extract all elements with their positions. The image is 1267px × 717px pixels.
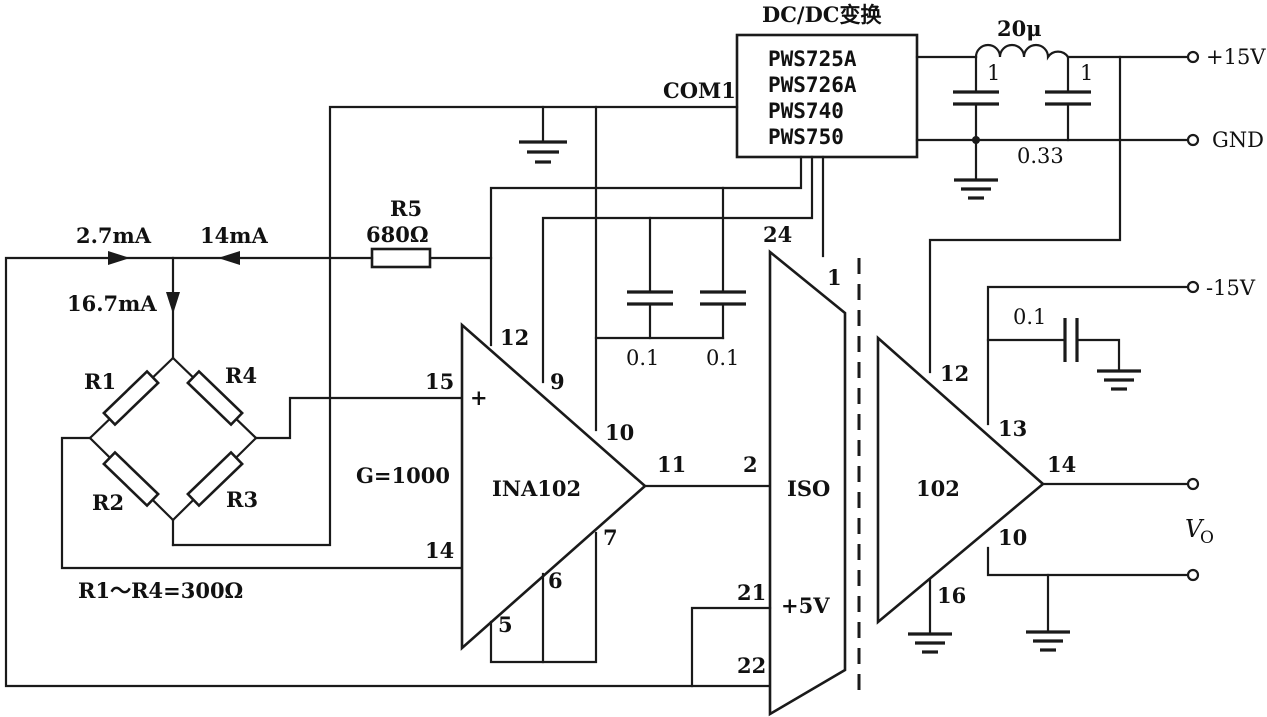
ina-pin-7: 7	[603, 525, 618, 550]
ina-pin-14: 14	[425, 538, 454, 563]
cap-right-value: 1	[1080, 61, 1093, 85]
dcdc-box	[735, 33, 919, 159]
r5-name: R5	[390, 196, 422, 221]
ina-pin-6: 6	[548, 568, 563, 593]
resistor-r2	[102, 450, 160, 508]
resistor-r4	[186, 369, 244, 427]
iso-pin-24: 24	[763, 222, 792, 247]
dcdc-part-2: PWS726A	[768, 73, 857, 97]
dcdc-part-1: PWS725A	[768, 47, 857, 71]
bypass-cap-2: 0.1	[706, 346, 739, 370]
plus15-label: +15V	[1206, 45, 1266, 69]
bypass-cap-1: 0.1	[626, 346, 659, 370]
iso-pin-2: 2	[743, 452, 758, 477]
ina102-plus: +	[470, 385, 488, 410]
dcdc-part-4: PWS750	[768, 125, 844, 149]
gnd-terminal[interactable]	[1186, 133, 1200, 147]
output-amp-triangle	[876, 335, 1045, 625]
dcdc-part-3: PWS740	[768, 99, 844, 123]
cap-bottom-value: 0.33	[1017, 144, 1064, 168]
vo-terminal[interactable]	[1186, 477, 1200, 491]
ina-pin-11: 11	[657, 452, 686, 477]
out-pin-14: 14	[1047, 452, 1076, 477]
resistor-r3	[186, 450, 244, 508]
vo-return-terminal[interactable]	[1186, 568, 1200, 582]
ina-pin-9: 9	[550, 369, 565, 394]
iso-body	[768, 249, 847, 717]
gnd-label: GND	[1212, 128, 1264, 152]
dcdc-converter: DC/DC变换 PWS725A PWS726A PWS740 PWS750 CO…	[663, 2, 919, 159]
supply-terminals: +15V GND -15V	[1186, 45, 1266, 300]
iso-name: ISO	[787, 476, 830, 501]
out-pin-12: 12	[940, 361, 969, 386]
ina-pin-10: 10	[605, 420, 634, 445]
out-pin-10: 10	[998, 525, 1027, 550]
output-amp-name: 102	[916, 476, 960, 501]
minus15-terminal[interactable]	[1186, 280, 1200, 294]
ina102-name: INA102	[492, 476, 581, 501]
resistor-r5	[370, 247, 432, 269]
label-r1: R1	[84, 369, 116, 394]
arrow-down-icon	[166, 292, 180, 314]
bridge-network: R5 680Ω 2.7mA 14mA 16.7mA R1 R4 R2 R3 R1…	[4, 196, 772, 688]
iso-pin-22: 22	[737, 653, 766, 678]
iso-supply: +5V	[781, 593, 830, 618]
dcdc-supply-wiring: 0.1 0.1	[489, 105, 825, 432]
current-left: 2.7mA	[76, 223, 152, 248]
arrow-right-icon	[108, 251, 130, 265]
ina102-triangle	[460, 322, 647, 651]
current-right: 14mA	[200, 223, 268, 248]
resistor-r1	[102, 369, 160, 427]
ina102-amplifier: INA102 G=1000 + 15 14 12 9 10 11 7 6 5	[356, 322, 772, 664]
ina-pin-12: 12	[500, 325, 529, 350]
vo-subscript: O	[1200, 528, 1214, 548]
cap-left-value: 1	[987, 61, 1000, 85]
out-pin-13: 13	[998, 416, 1027, 441]
ina-pin-5: 5	[498, 612, 513, 637]
label-r2: R2	[92, 490, 124, 515]
label-r4: R4	[225, 363, 257, 388]
isolation-amplifier: ISO +5V 24 1 2 21 22	[690, 222, 861, 717]
bridge-resistance: R1～R4=300Ω	[78, 578, 243, 603]
com1-wiring	[171, 105, 739, 547]
out-pin-16: 16	[937, 583, 966, 608]
output-filter: 20μ 1 1 0.33	[915, 16, 1190, 374]
ina102-gain: G=1000	[356, 463, 450, 488]
output-cap-value: 0.1	[1013, 305, 1046, 329]
plus15-terminal[interactable]	[1186, 50, 1200, 64]
iso-pin-21: 21	[737, 580, 766, 605]
iso-pin-1: 1	[827, 265, 842, 290]
current-total: 16.7mA	[67, 291, 157, 316]
arrow-left-icon	[218, 251, 240, 265]
ina-pin-15: 15	[425, 369, 454, 394]
label-r3: R3	[226, 487, 258, 512]
dcdc-title: DC/DC变换	[762, 2, 883, 27]
vo-label: V	[1185, 515, 1205, 543]
com1-label: COM1	[663, 78, 736, 103]
inductor-icon	[974, 43, 1070, 61]
inductor-value: 20μ	[997, 16, 1042, 41]
r5-value: 680Ω	[366, 222, 429, 247]
output-amplifier: 102 12 13 14 10 16 0.1 V O	[876, 285, 1214, 654]
minus15-label: -15V	[1206, 276, 1256, 300]
